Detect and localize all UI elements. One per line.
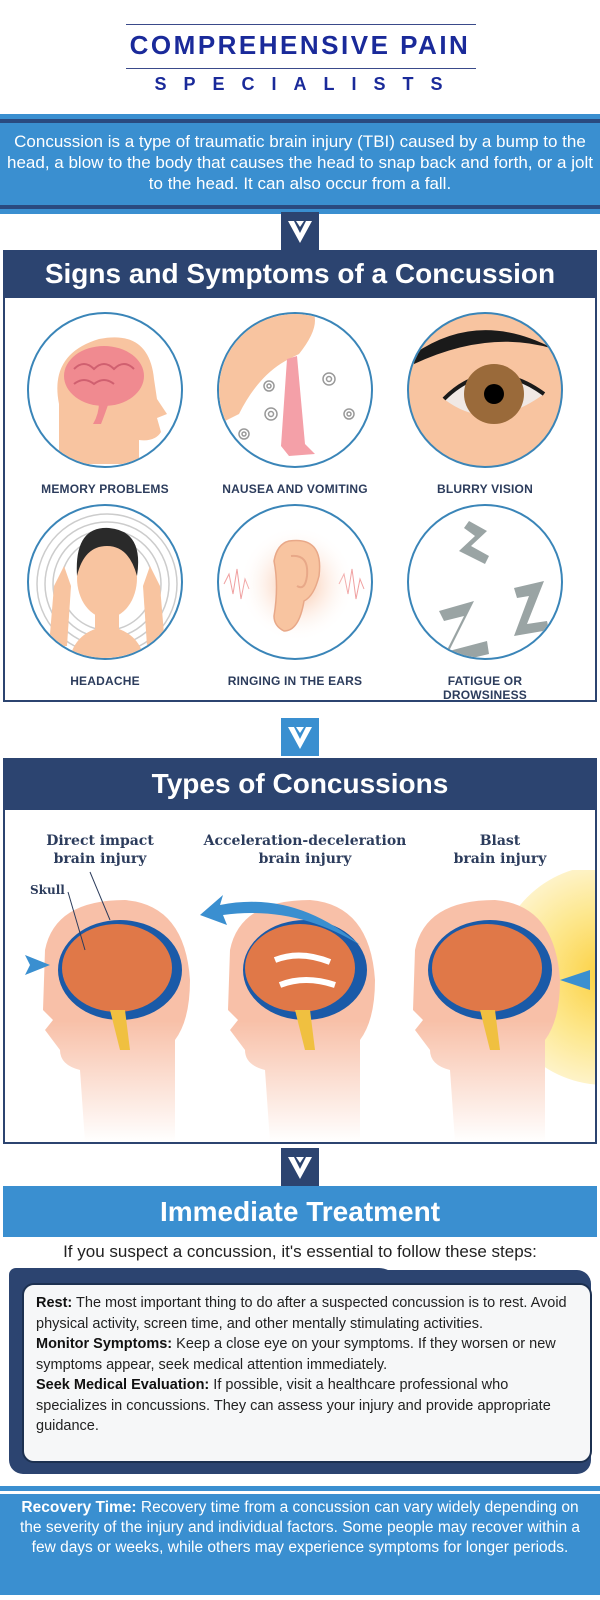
skull-annotation: Skull	[30, 883, 65, 897]
intro-text: Concussion is a type of traumatic brain …	[7, 132, 593, 193]
symptom-label: FATIGUE OR DROWSINESS	[442, 674, 527, 702]
type-label-line2: brain injury	[53, 851, 147, 867]
symptom-fatigue: FATIGUE OR DROWSINESS	[405, 504, 565, 702]
type-label-line1: Direct impact	[46, 833, 154, 849]
symptom-label: NAUSEA AND VOMITING	[222, 482, 368, 496]
symptom-blurry-vision: BLURRY VISION	[405, 312, 565, 496]
recovery-body: Recovery time from a concussion can vary…	[19, 1499, 580, 1556]
type-acceleration-deceleration: Acceleration-deceleration brain injury	[195, 832, 415, 868]
intro-banner: Concussion is a type of traumatic brain …	[0, 117, 600, 211]
type-label-line1: Acceleration-deceleration	[203, 833, 407, 849]
symptom-headache: HEADACHE	[25, 504, 185, 688]
type-label-line2: brain injury	[453, 851, 547, 867]
recovery-edge-top	[0, 1486, 600, 1489]
logo-divider-middle	[126, 68, 476, 69]
chevron-down-icon	[281, 1148, 319, 1186]
step-rest: Rest: The most important thing to do aft…	[36, 1293, 578, 1334]
symptom-ringing-ears: RINGING IN THE EARS	[215, 504, 375, 688]
recovery-edge-bottom	[0, 1592, 600, 1595]
types-section: Types of Concussions Direct impact brain…	[3, 758, 597, 1144]
step-monitor-symptoms: Monitor Symptoms: Keep a close eye on yo…	[36, 1334, 578, 1375]
ear-icon	[217, 504, 373, 660]
chevron-down-icon	[281, 718, 319, 756]
treatment-title: Immediate Treatment	[3, 1186, 597, 1237]
brand-logo: COMPREHENSIVE PAIN SPECIALISTS	[0, 0, 600, 118]
intro-edge-top	[0, 114, 600, 117]
brain-annotation: Brain	[50, 870, 88, 873]
type-label-line2: brain injury	[258, 851, 352, 867]
step-text: Keep a close eye on your symptoms. If th…	[36, 1336, 556, 1373]
step-term: Monitor Symptoms:	[36, 1336, 173, 1352]
logo-divider-top	[126, 24, 476, 25]
sleep-z-icon	[407, 504, 563, 660]
symptom-nausea-vomiting: NAUSEA AND VOMITING	[215, 312, 375, 496]
symptoms-title: Signs and Symptoms of a Concussion	[5, 252, 595, 298]
brand-name-line2: SPECIALISTS	[154, 74, 460, 94]
vomiting-icon	[217, 312, 373, 468]
brain-head-icon	[27, 312, 183, 468]
brand-name-line1: COMPREHENSIVE PAIN	[129, 30, 471, 60]
treatment-steps-card: Rest: The most important thing to do aft…	[22, 1283, 592, 1463]
recovery-term: Recovery Time:	[21, 1499, 137, 1516]
step-text: The most important thing to do after a s…	[36, 1295, 567, 1332]
symptom-label: BLURRY VISION	[437, 482, 533, 496]
symptom-label: HEADACHE	[70, 674, 140, 688]
type-blast: Blast brain injury	[425, 832, 575, 868]
types-title: Types of Concussions	[5, 760, 595, 810]
eye-icon	[407, 312, 563, 468]
step-seek-medical-evaluation: Seek Medical Evaluation: If possible, vi…	[36, 1375, 578, 1437]
type-direct-impact: Direct impact brain injury	[25, 832, 175, 868]
recovery-text: Recovery Time: Recovery time from a conc…	[0, 1494, 600, 1558]
treatment-subtitle: If you suspect a concussion, it's essent…	[63, 1242, 537, 1261]
chevron-down-icon	[281, 212, 319, 250]
symptom-label: RINGING IN THE EARS	[227, 674, 363, 688]
symptom-memory-problems: MEMORY PROBLEMS	[25, 312, 185, 496]
headache-icon	[27, 504, 183, 660]
symptom-label: MEMORY PROBLEMS	[41, 482, 169, 496]
step-text: If possible, visit a healthcare professi…	[36, 1377, 551, 1434]
type-label-line1: Blast	[479, 833, 521, 849]
symptoms-section: Signs and Symptoms of a Concussion MEMOR…	[3, 250, 597, 702]
step-term: Seek Medical Evaluation:	[36, 1377, 210, 1393]
concussion-types-illustration: Brain Skull	[25, 870, 595, 1142]
step-term: Rest:	[36, 1295, 73, 1311]
recovery-banner: Recovery Time: Recovery time from a conc…	[0, 1488, 600, 1593]
